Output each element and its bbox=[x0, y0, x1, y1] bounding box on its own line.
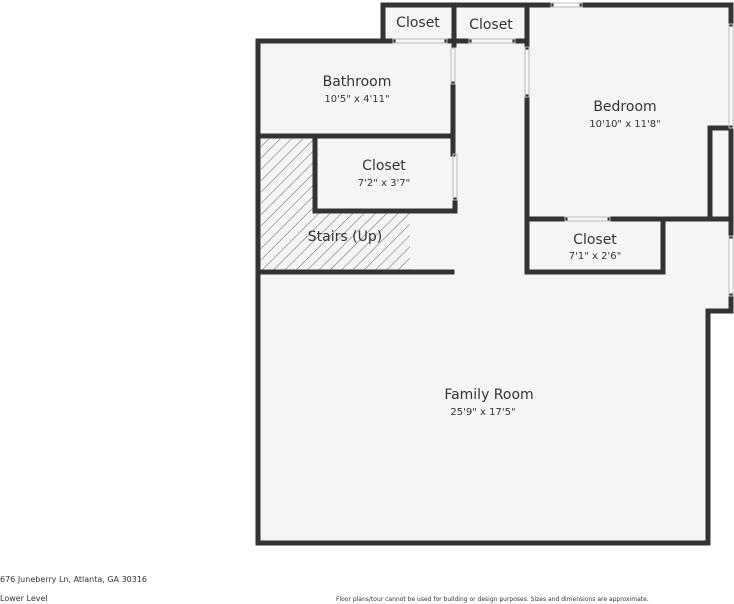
property-address: 676 Juneberry Ln, Atlanta, GA 30316 bbox=[0, 575, 148, 584]
stairs-hatch bbox=[261, 139, 410, 270]
bathroom-name: Bathroom bbox=[323, 74, 392, 90]
stairs-name: Stairs (Up) bbox=[308, 229, 382, 245]
floor-level-label: Lower Level bbox=[0, 594, 48, 603]
bedroom-name: Bedroom bbox=[593, 99, 656, 115]
closet-bedroom-name: Closet bbox=[573, 232, 617, 248]
bedroom-dims: 10'10" x 11'8" bbox=[589, 119, 661, 130]
disclaimer-text: Floor plans/tour cannot be used for buil… bbox=[336, 596, 649, 603]
family-room-name: Family Room bbox=[444, 387, 533, 403]
closet-bedroom-dims: 7'1" x 2'6" bbox=[569, 251, 621, 262]
bathroom-dims: 10'5" x 4'11" bbox=[324, 94, 389, 105]
floor-area bbox=[258, 5, 731, 543]
closet-middle-dims: 7'2" x 3'7" bbox=[358, 178, 410, 189]
closet-top-left-name: Closet bbox=[396, 15, 440, 31]
wall-openings bbox=[392, 2, 734, 297]
closet-top-right-name: Closet bbox=[469, 17, 513, 33]
walls bbox=[255, 2, 734, 546]
closet-middle-name: Closet bbox=[362, 158, 406, 174]
family-room-dims: 25'9" x 17'5" bbox=[450, 407, 515, 418]
